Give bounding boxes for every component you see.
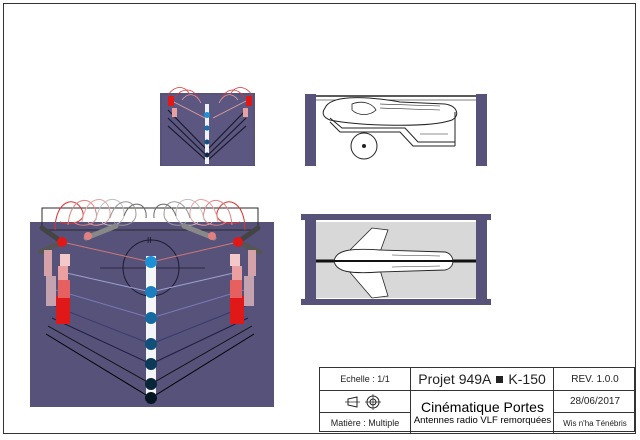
material-label: Matière : Multiple [320,412,410,433]
large-kinematic-view: II [30,198,274,407]
drawing-sheet-border [3,3,636,434]
separator-square-icon [496,375,504,383]
author-label: Wis n'ha Ténébris [553,412,636,433]
project-title: Projet 949A K-150 [410,368,553,390]
drawing-title: Cinématique Portes [421,398,544,415]
drawing-subtitle: Antennes radio VLF remorquées [413,414,552,426]
side-view [305,94,487,166]
scale-label: Echelle : 1/1 [340,374,390,384]
project-name: Projet 949A [418,371,492,387]
svg-text:II: II [147,236,151,245]
date-label: 28/06/2017 [553,390,636,412]
first-angle-projection-icon [345,393,381,410]
project-code: K-150 [508,371,546,387]
drawing-title-cell: Cinématique Portes Antennes radio VLF re… [410,390,554,434]
small-kinematic-view [160,87,255,166]
revision-label: REV. 1.0.0 [553,368,636,390]
top-view [301,214,491,305]
projection-symbol [320,390,410,412]
title-block: Echelle : 1/1 Matière : Multiple Projet … [319,367,636,434]
